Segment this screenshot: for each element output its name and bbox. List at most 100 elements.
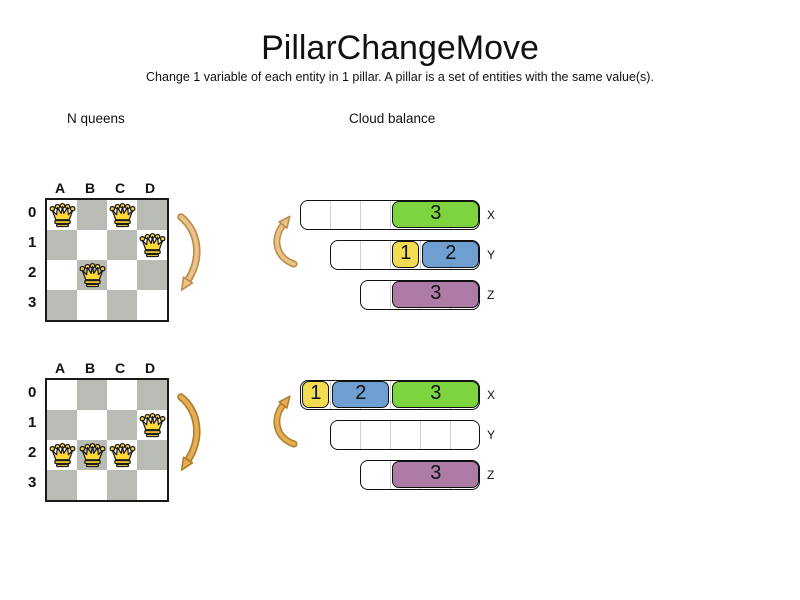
pillar-label-x: X (487, 208, 496, 222)
section-label-cloud-balance: Cloud balance (349, 111, 436, 126)
board-columns: A B C D (45, 360, 169, 378)
board-cell-d2 (137, 260, 167, 290)
process-block-3: 3 (392, 201, 480, 228)
curved-arrow-icon (273, 215, 298, 268)
column-label-c: C (114, 180, 126, 196)
board-cell-a2 (47, 260, 77, 290)
board-cell-a0 (47, 380, 77, 410)
board-cell-b1 (77, 230, 107, 260)
board-rows: 0 1 2 3 (28, 378, 45, 502)
board-cell-a3 (47, 470, 77, 500)
board-cell-c0 (107, 200, 137, 230)
pillar-label-z: Z (487, 468, 495, 482)
board-cell-c1 (107, 410, 137, 440)
board-cell-a2 (47, 440, 77, 470)
process-block-2: 2 (422, 241, 480, 268)
pillar-row-y: Y (300, 420, 515, 450)
column-label-b: B (84, 360, 96, 376)
board-cell-a1 (47, 410, 77, 440)
page-title: PillarChangeMove (261, 29, 539, 67)
board-cell-c2 (107, 260, 137, 290)
queen-icon (79, 442, 105, 467)
board-cell-d1 (137, 410, 167, 440)
board-cell-b3 (77, 470, 107, 500)
column-label-b: B (84, 180, 96, 196)
process-block-3: 3 (392, 461, 480, 488)
board-cell-b3 (77, 290, 107, 320)
row-label-0: 0 (28, 384, 37, 401)
row-label-3: 3 (28, 474, 37, 491)
column-label-c: C (114, 360, 126, 376)
chessboard-after: A B C D 0 1 2 3 (28, 360, 169, 502)
page-subtitle: Change 1 variable of each entity in 1 pi… (146, 70, 654, 84)
board-cell-d2 (137, 440, 167, 470)
row-label-2: 2 (28, 264, 37, 281)
pillar-label-x: X (487, 388, 496, 402)
curved-arrow-icon (177, 393, 201, 471)
board-cell-b1 (77, 410, 107, 440)
row-label-2: 2 (28, 444, 37, 461)
pillar-x: 3 (300, 200, 480, 230)
column-label-d: D (144, 180, 156, 196)
board-cell-a0 (47, 200, 77, 230)
board-cell-d0 (137, 380, 167, 410)
row-label-1: 1 (28, 234, 37, 251)
queen-icon (49, 442, 75, 467)
board-cell-b2 (77, 260, 107, 290)
column-label-d: D (144, 360, 156, 376)
board-cell-d1 (137, 230, 167, 260)
pillar-label-y: Y (487, 248, 496, 262)
queen-icon (79, 262, 105, 287)
board-cell-b0 (77, 200, 107, 230)
board-cell-d3 (137, 290, 167, 320)
curved-arrow-icon (177, 213, 201, 291)
column-label-a: A (54, 360, 66, 376)
board-columns: A B C D (45, 180, 169, 198)
board-grid (45, 378, 169, 502)
board-grid (45, 198, 169, 322)
process-block-2: 2 (332, 381, 390, 408)
board-cell-c3 (107, 470, 137, 500)
queen-icon (109, 442, 135, 467)
queen-icon (49, 202, 75, 227)
board-cell-d3 (137, 470, 167, 500)
board-cell-c3 (107, 290, 137, 320)
board-cell-c1 (107, 230, 137, 260)
pillar-label-z: Z (487, 288, 495, 302)
queen-icon (139, 412, 165, 437)
process-block-1: 1 (392, 241, 420, 268)
board-cell-c2 (107, 440, 137, 470)
board-cell-a1 (47, 230, 77, 260)
process-block-3: 3 (392, 281, 480, 308)
curved-arrow-icon (273, 395, 298, 448)
row-label-3: 3 (28, 294, 37, 311)
pillar-z: 3 (360, 460, 480, 490)
column-label-a: A (54, 180, 66, 196)
pillar-y (330, 420, 480, 450)
board-cell-a3 (47, 290, 77, 320)
queen-icon (109, 202, 135, 227)
board-cell-b0 (77, 380, 107, 410)
section-label-nqueens: N queens (67, 111, 125, 126)
board-cell-d0 (137, 200, 167, 230)
queen-icon (139, 232, 165, 257)
pillar-label-y: Y (487, 428, 496, 442)
row-label-1: 1 (28, 414, 37, 431)
process-block-3: 3 (392, 381, 480, 408)
process-block-1: 1 (302, 381, 330, 408)
pillar-z: 3 (360, 280, 480, 310)
board-cell-c0 (107, 380, 137, 410)
board-cell-b2 (77, 440, 107, 470)
